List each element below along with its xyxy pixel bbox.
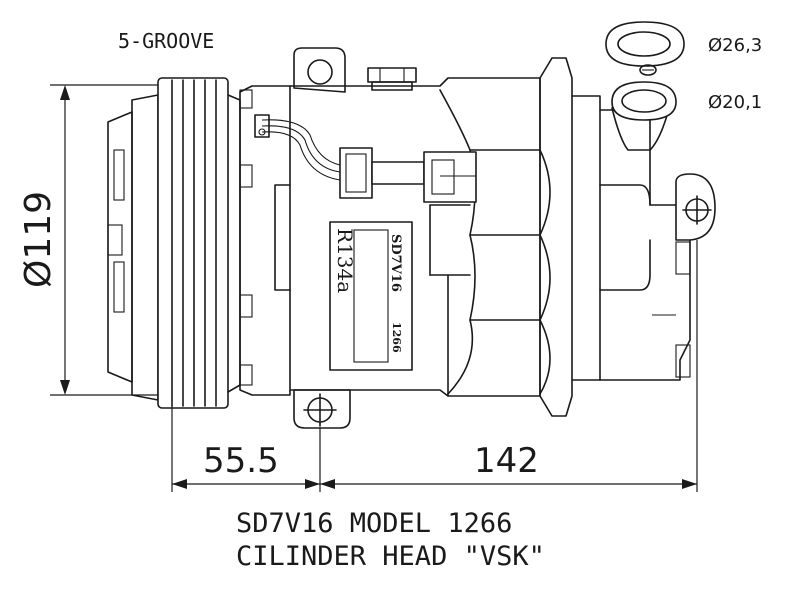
top-mount-ear bbox=[293, 47, 346, 93]
refrigerant-ports bbox=[605, 21, 685, 151]
nameplate: R134a SD7V16 1266 bbox=[329, 221, 413, 371]
pulley bbox=[107, 77, 241, 409]
main-body bbox=[289, 67, 551, 397]
nameplate-refrigerant: R134a bbox=[333, 228, 357, 293]
diameter-label: Ø119 bbox=[18, 191, 59, 288]
dim-length-label: 142 bbox=[474, 441, 539, 481]
length-dimensions: 55.5 142 bbox=[171, 240, 698, 492]
dim-front-label: 55.5 bbox=[203, 441, 279, 481]
nameplate-number: 1266 bbox=[390, 322, 403, 353]
front-housing bbox=[239, 85, 291, 396]
port-small-label: Ø20,1 bbox=[708, 92, 762, 113]
nameplate-model: SD7V16 bbox=[388, 234, 403, 292]
bottom-mount-ear bbox=[293, 389, 351, 429]
groove-label: 5-GROOVE bbox=[118, 29, 214, 53]
title-line-1: SD7V16 MODEL 1266 bbox=[236, 508, 512, 539]
rear-housing bbox=[539, 57, 716, 417]
port-large-label: Ø26,3 bbox=[708, 35, 762, 56]
wiring-connector bbox=[254, 114, 477, 203]
diameter-dimension: Ø119 bbox=[18, 84, 160, 396]
title-line-2: CILINDER HEAD "VSK" bbox=[236, 541, 545, 572]
